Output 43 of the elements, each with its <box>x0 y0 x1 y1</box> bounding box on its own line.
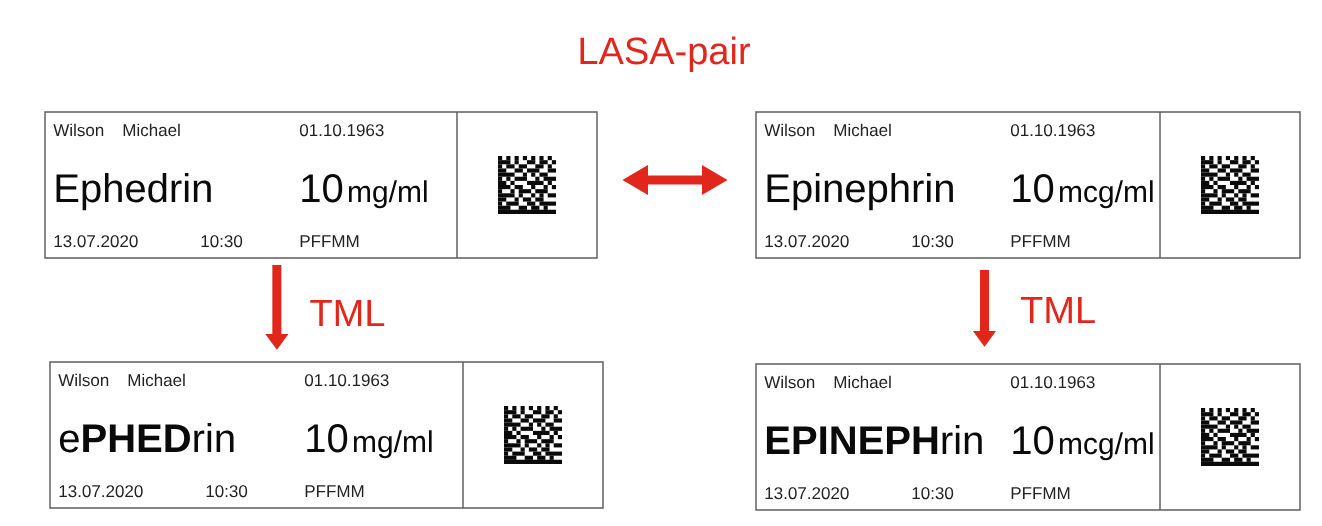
print-time: 10:30 <box>206 485 248 498</box>
medication-label <box>49 361 604 509</box>
medication-label <box>44 111 598 259</box>
birth-date: 01.10.1963 <box>1010 124 1095 137</box>
patient-first-name: Michael <box>834 375 891 389</box>
print-date: 13.07.2020 <box>765 487 849 500</box>
dose-value: 10 <box>302 174 343 203</box>
print-date: 13.07.2020 <box>59 485 143 498</box>
edge-label: TML <box>1018 295 1098 325</box>
print-time: 10:30 <box>201 235 243 248</box>
dose-value: 10 <box>307 424 348 453</box>
patient-first-name: Michael <box>128 373 185 387</box>
medication-label <box>755 111 1301 259</box>
patient-first-name: Michael <box>123 123 180 137</box>
birth-date: 01.10.1963 <box>1010 376 1095 389</box>
title: LASA-pair <box>580 36 750 72</box>
dose-unit: mg/ml <box>353 430 432 459</box>
edge-label: TML <box>308 298 387 328</box>
medication-label <box>755 363 1301 511</box>
print-time: 10:30 <box>912 235 954 248</box>
preparer-code: PFFMM <box>300 235 359 247</box>
drug-name: EPINEPHrin <box>766 425 982 454</box>
preparer-code: PFFMM <box>305 485 364 497</box>
patient-surname: Wilson <box>764 375 815 389</box>
patient-surname: Wilson <box>764 123 815 137</box>
print-date: 13.07.2020 <box>54 235 138 248</box>
preparer-code: PFFMM <box>1011 487 1070 499</box>
drug-name: ePHEDrin <box>59 423 234 453</box>
patient-surname: Wilson <box>58 373 109 387</box>
drug-name: Ephedrin <box>56 173 211 211</box>
patient-first-name: Michael <box>834 123 891 137</box>
dose-unit: mg/ml <box>348 180 427 209</box>
drug-name: Epinephrin <box>767 173 953 211</box>
birth-date: 01.10.1963 <box>299 124 384 137</box>
print-time: 10:30 <box>912 487 954 500</box>
preparer-code: PFFMM <box>1011 235 1070 247</box>
dose-unit: mcg/ml <box>1059 432 1153 461</box>
dose-unit: mcg/ml <box>1059 180 1153 209</box>
dose-value: 10 <box>1013 426 1054 455</box>
dose-value: 10 <box>1013 174 1054 203</box>
patient-surname: Wilson <box>53 123 104 137</box>
birth-date: 01.10.1963 <box>304 374 389 387</box>
print-date: 13.07.2020 <box>765 235 849 248</box>
